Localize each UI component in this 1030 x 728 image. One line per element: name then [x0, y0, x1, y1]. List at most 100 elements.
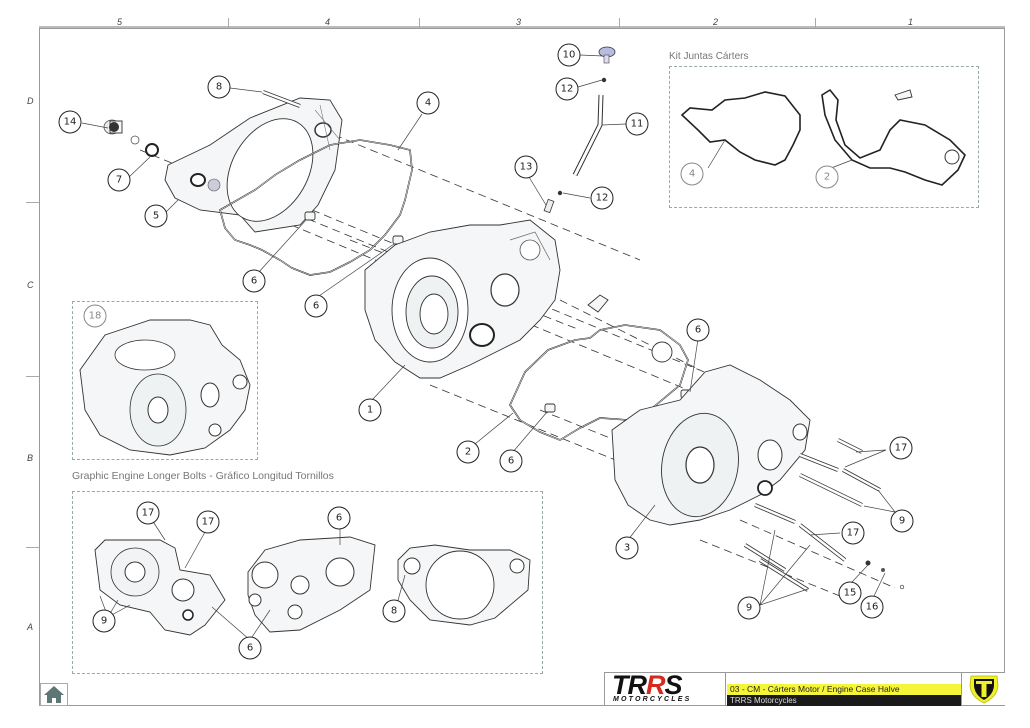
- svg-text:5: 5: [153, 211, 159, 222]
- assembly-box: [72, 301, 258, 460]
- bolts-callout-6[interactable]: 6: [238, 636, 262, 660]
- svg-text:17: 17: [895, 443, 908, 454]
- svg-text:9: 9: [899, 516, 905, 527]
- part-2-gasket: [509, 324, 689, 441]
- part-3-right-crankcase: [611, 364, 811, 526]
- callout-4[interactable]: 4: [416, 91, 440, 115]
- kit-callout-4[interactable]: 4: [680, 162, 704, 186]
- svg-text:3: 3: [624, 543, 630, 554]
- kit-gasket-2: [821, 88, 966, 186]
- callout-8[interactable]: 8: [207, 75, 231, 99]
- svg-text:6: 6: [336, 513, 342, 524]
- home-icon: [44, 686, 64, 703]
- grid-column-label: 1: [908, 17, 914, 27]
- callout-6[interactable]: 6: [242, 269, 266, 293]
- callout-11[interactable]: 11: [625, 112, 649, 136]
- bolts-callout-6[interactable]: 6: [327, 506, 351, 530]
- grid-row-label: C: [27, 280, 34, 290]
- bolts-box-title: Graphic Engine Longer Bolts - Gráfico Lo…: [72, 470, 334, 482]
- svg-text:12: 12: [596, 193, 609, 204]
- document-title: 03 - CM - Cárters Motor / Engine Case Ha…: [727, 684, 961, 695]
- grid-row-label: D: [27, 96, 34, 106]
- svg-text:8: 8: [216, 82, 222, 93]
- callout-9[interactable]: 9: [737, 596, 761, 620]
- callout-9[interactable]: 9: [890, 509, 914, 533]
- callout-13[interactable]: 13: [514, 155, 538, 179]
- callout-7[interactable]: 7: [107, 168, 131, 192]
- callout-5[interactable]: 5: [144, 204, 168, 228]
- assembly-18-illustration: [79, 319, 251, 456]
- row-divider: [26, 202, 39, 203]
- home-button[interactable]: [40, 683, 68, 706]
- callout-6[interactable]: 6: [304, 294, 328, 318]
- svg-text:6: 6: [247, 643, 253, 654]
- svg-text:16: 16: [866, 602, 879, 613]
- trrs-shield-icon: [969, 675, 999, 704]
- kit-box-title: Kit Juntas Cárters: [669, 51, 749, 62]
- svg-text:9: 9: [101, 616, 107, 627]
- grid-column-label: 3: [516, 17, 522, 27]
- svg-text:10: 10: [563, 50, 576, 61]
- bolts-callout-9[interactable]: 9: [92, 609, 116, 633]
- svg-text:1: 1: [367, 405, 373, 416]
- callout-12[interactable]: 12: [590, 186, 614, 210]
- callout-16[interactable]: 16: [860, 595, 884, 619]
- svg-text:12: 12: [561, 84, 574, 95]
- svg-text:6: 6: [695, 325, 701, 336]
- svg-text:2: 2: [465, 447, 471, 458]
- svg-text:4: 4: [689, 169, 695, 180]
- callout-6[interactable]: 6: [499, 449, 523, 473]
- part-10-valve: [598, 46, 616, 64]
- drawing-frame: [39, 28, 1005, 706]
- grid-row-label: B: [27, 453, 34, 463]
- callout-17[interactable]: 17: [889, 436, 913, 460]
- grid-column-label: 2: [713, 17, 719, 27]
- callout-3[interactable]: 3: [615, 536, 639, 560]
- bracket-part: [587, 294, 609, 313]
- svg-text:11: 11: [631, 119, 644, 130]
- callout-6[interactable]: 6: [686, 318, 710, 342]
- column-divider: [619, 18, 620, 28]
- svg-text:18: 18: [89, 311, 102, 322]
- column-divider: [419, 18, 420, 28]
- callout-14[interactable]: 14: [58, 110, 82, 134]
- assembly-callout-18[interactable]: 18: [83, 304, 107, 328]
- bolts-callout-17[interactable]: 17: [196, 510, 220, 534]
- callout-12[interactable]: 12: [555, 77, 579, 101]
- bolts-graphic-box: [72, 491, 543, 674]
- svg-text:14: 14: [64, 117, 77, 128]
- svg-text:7: 7: [116, 175, 122, 186]
- callout-2[interactable]: 2: [456, 440, 480, 464]
- grid-column-label: 4: [325, 17, 331, 27]
- bolts-callout-17[interactable]: 17: [136, 501, 160, 525]
- part-7-seal: [130, 135, 159, 157]
- grid-column-label: 5: [117, 17, 123, 27]
- bolts-callout-8[interactable]: 8: [382, 599, 406, 623]
- svg-text:17: 17: [847, 528, 860, 539]
- svg-text:2: 2: [824, 172, 830, 183]
- part-12-clip: [557, 190, 563, 196]
- row-divider: [26, 376, 39, 377]
- bolts-graphic-view-2: [247, 536, 376, 633]
- part-4-gasket: [219, 139, 413, 276]
- svg-text:6: 6: [313, 301, 319, 312]
- callout-1[interactable]: 1: [358, 398, 382, 422]
- svg-text:17: 17: [202, 517, 215, 528]
- callout-15[interactable]: 15: [838, 581, 862, 605]
- callout-10[interactable]: 10: [557, 43, 581, 67]
- trrs-logo: TRRS MOTORCYCLES: [604, 670, 726, 706]
- svg-text:15: 15: [844, 588, 857, 599]
- kit-callout-2[interactable]: 2: [815, 165, 839, 189]
- svg-text:8: 8: [391, 606, 397, 617]
- part-13-fitting: [543, 198, 555, 214]
- svg-text:13: 13: [520, 162, 533, 173]
- part-12-clip: [601, 77, 607, 83]
- svg-text:9: 9: [746, 603, 752, 614]
- frame-top-border: [39, 26, 1005, 28]
- svg-text:4: 4: [425, 98, 431, 109]
- callout-17[interactable]: 17: [841, 521, 865, 545]
- svg-text:17: 17: [142, 508, 155, 519]
- grid-row-label: A: [27, 622, 34, 632]
